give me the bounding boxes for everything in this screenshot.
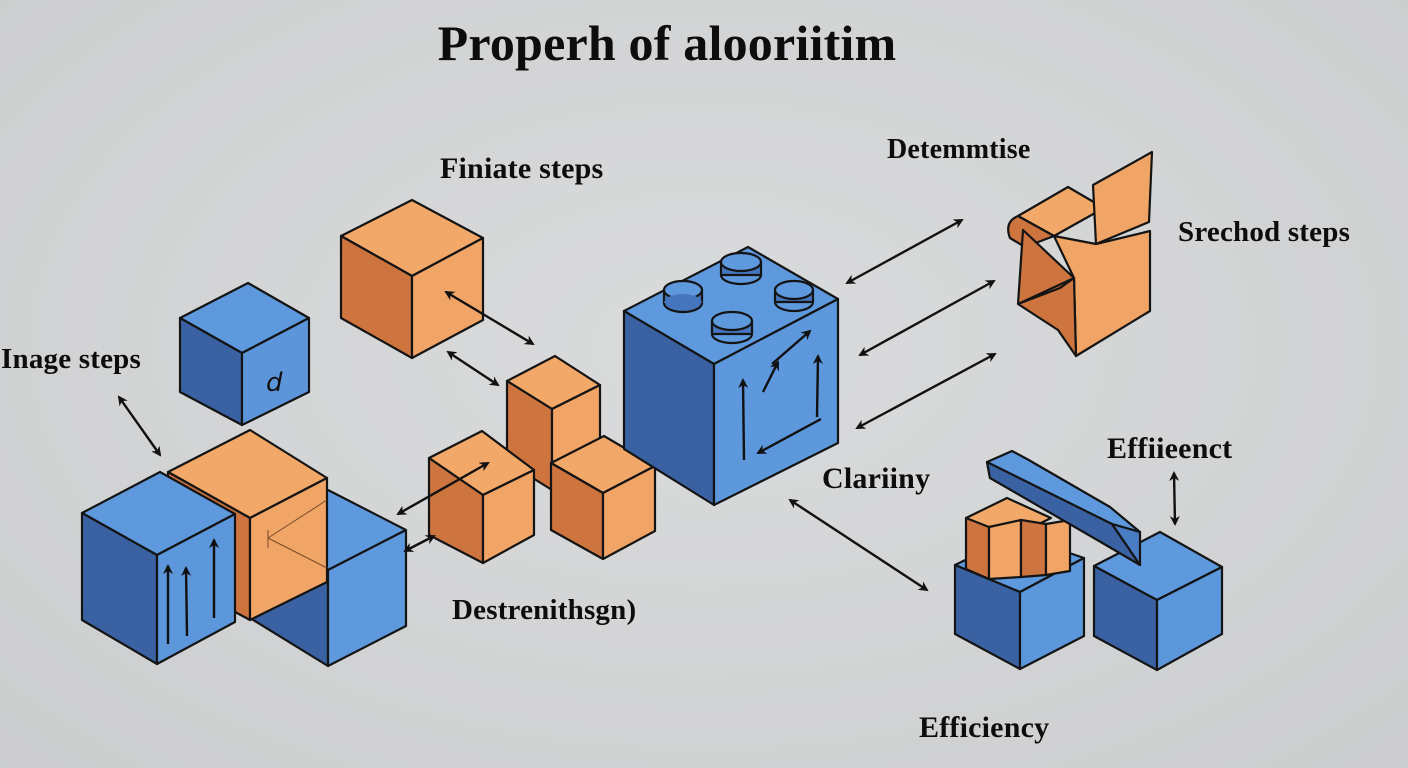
- cube-glyph: d: [266, 368, 283, 398]
- arrow-finite-1: [444, 290, 535, 346]
- arrow-effiieenct: [1169, 471, 1180, 526]
- arrow-inage: [117, 395, 162, 457]
- arrow-finite-2: [446, 350, 500, 387]
- arrow-determ-2: [858, 279, 996, 357]
- label-destrenithsgn: Destrenithsgn): [452, 594, 637, 626]
- arrow-determ-3: [855, 352, 997, 430]
- blue-cube-arrows: [80, 470, 237, 666]
- arrow-destren-1: [396, 461, 490, 516]
- arrow-determ-1: [845, 218, 964, 285]
- orange-folded-box: [1007, 150, 1154, 358]
- blue-arrow-beam: [985, 449, 1142, 567]
- label-efficiency: Efficiency: [919, 711, 1050, 744]
- label-finite-steps: Finiate steps: [440, 152, 604, 185]
- diagram-title: Properh of alooriitim: [437, 15, 897, 71]
- orange-blocks-on-cube: [964, 496, 1072, 581]
- label-determinise: Detemmtise: [887, 134, 1031, 165]
- blue-cube-bottom-right: [1092, 530, 1224, 672]
- label-clarity: Clariiny: [822, 462, 931, 495]
- arrow-destren-2: [403, 534, 436, 553]
- lego-studs: [662, 251, 815, 345]
- arrow-clarity: [788, 498, 929, 592]
- blue-cube-glyph: d: [178, 281, 311, 427]
- label-srechod-steps: Srechod steps: [1178, 216, 1351, 248]
- label-effiieenct: Effiieenct: [1107, 432, 1233, 465]
- label-inage-steps: Inage steps: [1, 343, 141, 375]
- connector-arrows: [117, 218, 1180, 592]
- blue-lego-cube: [622, 245, 840, 507]
- orange-cube-right: [549, 434, 657, 561]
- orange-cube-finite: [339, 198, 485, 360]
